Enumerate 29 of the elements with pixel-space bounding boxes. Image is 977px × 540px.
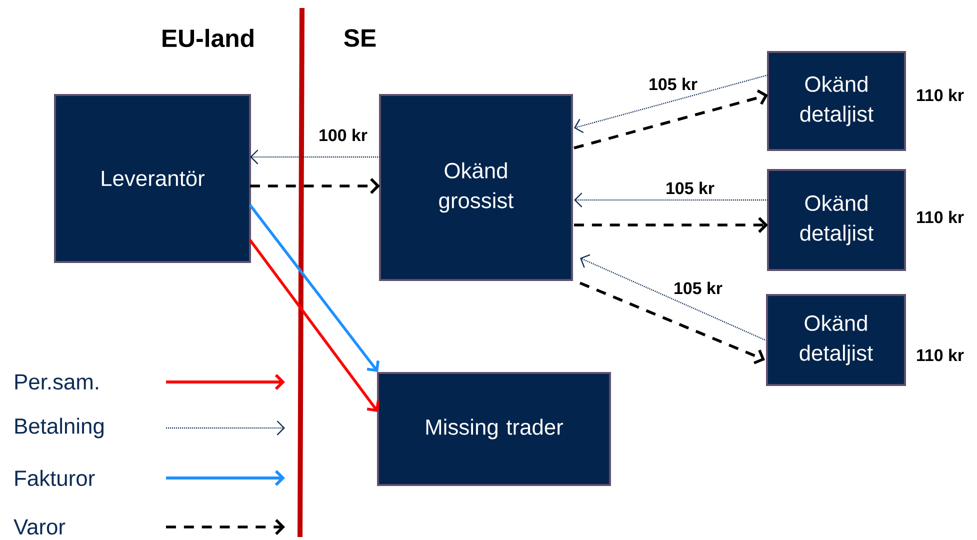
process-box: Okänd detaljist [766,294,906,386]
legend-text: Varor [14,519,66,535]
process-box: Missing trader [377,372,611,486]
legend-text: Fakturor [15,470,95,486]
arrow [574,89,768,150]
arrow [574,74,768,134]
price-label: 110 kr [917,348,964,362]
arrow [248,204,380,372]
arrow [574,217,768,233]
edge-label: 105 kr [664,180,716,196]
legend-text: Betalning [15,418,104,438]
price-label: 110 kr [917,210,964,224]
arrow [579,282,765,364]
process-box: Leverantör [54,94,251,263]
edge-label: 100 kr [318,128,368,142]
process-box: Okänd detaljist [767,51,906,151]
price-label: 110 kr [917,88,964,102]
region-heading: SE [344,29,376,47]
region-heading: EU-land [162,28,254,48]
edge-label: 105 kr [648,76,698,92]
process-box: Okänd detaljist [767,168,906,271]
arrow [574,192,768,208]
arrow [248,239,380,412]
arrow [580,254,766,341]
process-box: Okänd grossist [379,94,573,281]
arrow [250,178,380,194]
edge-label: 105 kr [672,280,724,296]
legend-text: Per.sam. [15,374,98,390]
arrow [250,150,380,164]
